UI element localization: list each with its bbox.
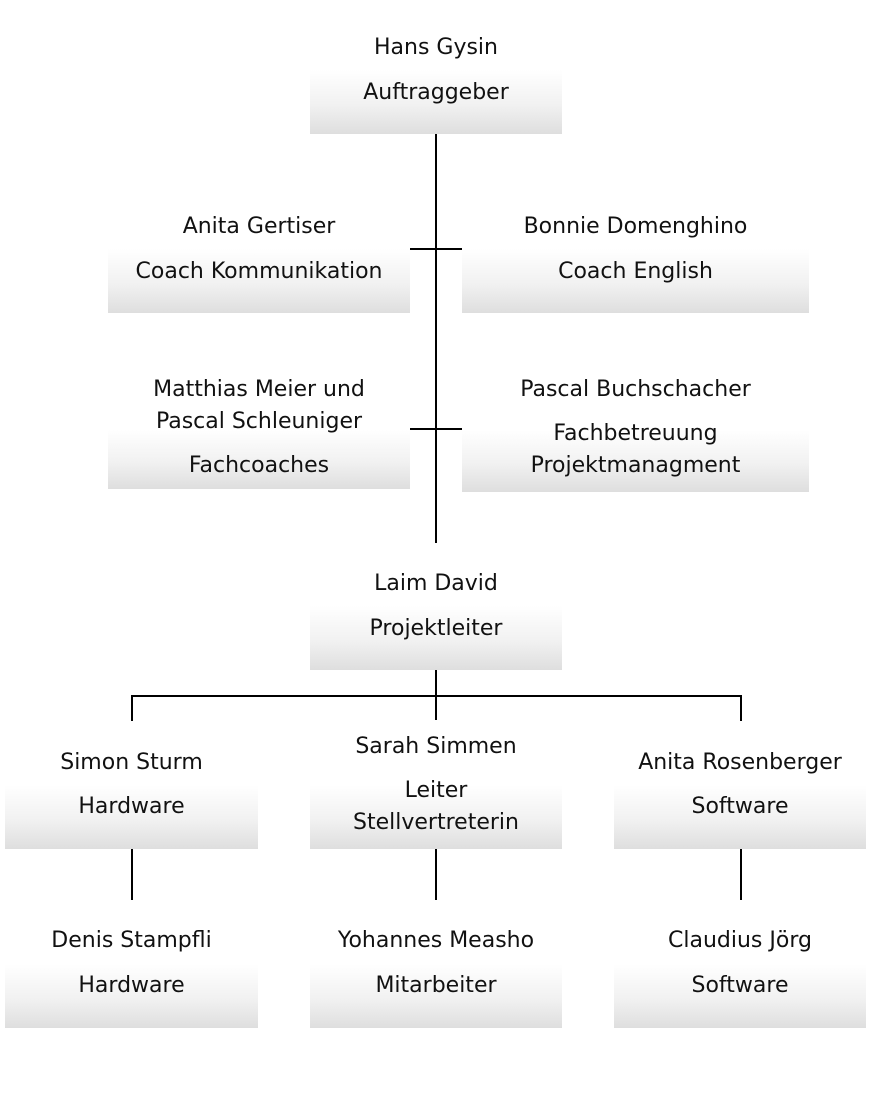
node-role-fachbetreuung-line2: Projektmanagment xyxy=(530,453,741,478)
node-box-member xyxy=(310,964,562,1028)
connector-main-vertical xyxy=(435,134,437,543)
node-box-fachbetreuung xyxy=(462,430,809,492)
node-box-sponsor xyxy=(310,70,562,134)
node-role-coach-comm: Coach Kommunikation xyxy=(135,259,383,284)
node-box-fachcoaches xyxy=(108,430,410,489)
node-box-sw2 xyxy=(614,964,866,1028)
node-name-lead: Laim David xyxy=(374,571,498,596)
node-name-fachcoaches-line2: Pascal Schleuniger xyxy=(155,409,363,434)
node-box-hw2 xyxy=(5,964,258,1028)
node-name-sw2: Claudius Jörg xyxy=(668,928,812,953)
node-role-member: Mitarbeiter xyxy=(375,973,497,998)
node-role-hw2: Hardware xyxy=(78,973,185,998)
connector-team-bus xyxy=(131,695,742,697)
node-name-sponsor: Hans Gysin xyxy=(373,35,498,60)
node-name-coach-comm: Anita Gertiser xyxy=(182,214,336,239)
node-box-deputy xyxy=(310,785,562,849)
connector-sw-branch xyxy=(740,695,742,721)
node-role-hw1: Hardware xyxy=(78,794,185,819)
node-name-hw1: Simon Sturm xyxy=(60,750,203,775)
node-name-fachbetreuung: Pascal Buchschacher xyxy=(520,377,751,402)
connector-deputy-sub xyxy=(435,848,437,900)
node-name-coach-en: Bonnie Domenghino xyxy=(523,214,748,239)
connector-sw-sub xyxy=(740,848,742,900)
connector-fachcoach-row xyxy=(410,428,462,430)
node-name-deputy: Sarah Simmen xyxy=(355,734,517,759)
node-box-lead xyxy=(310,606,562,670)
node-box-coach-comm xyxy=(108,249,410,313)
node-name-hw2: Denis Stampfli xyxy=(51,928,212,953)
connector-coach-row xyxy=(410,248,462,250)
connector-hw-branch xyxy=(131,695,133,721)
node-name-member: Yohannes Measho xyxy=(337,928,535,953)
node-role-deputy-line2: Stellvertreterin xyxy=(353,810,519,835)
node-box-hw1 xyxy=(5,785,258,849)
node-role-sw2: Software xyxy=(691,973,789,998)
node-role-sponsor: Auftraggeber xyxy=(363,80,509,105)
node-name-sw1: Anita Rosenberger xyxy=(638,750,842,775)
node-name-fachcoaches-line1: Matthias Meier und xyxy=(153,377,365,402)
node-role-deputy-line1: Leiter xyxy=(404,778,468,803)
node-role-coach-en: Coach English xyxy=(558,259,713,284)
node-role-lead: Projektleiter xyxy=(369,616,503,641)
connector-hw-sub xyxy=(131,848,133,900)
node-role-sw1: Software xyxy=(691,794,789,819)
node-box-sw1 xyxy=(614,785,866,849)
node-role-fachbetreuung-line1: Fachbetreuung xyxy=(553,421,718,446)
node-box-coach-en xyxy=(462,249,809,313)
node-role-fachcoaches: Fachcoaches xyxy=(188,453,330,478)
